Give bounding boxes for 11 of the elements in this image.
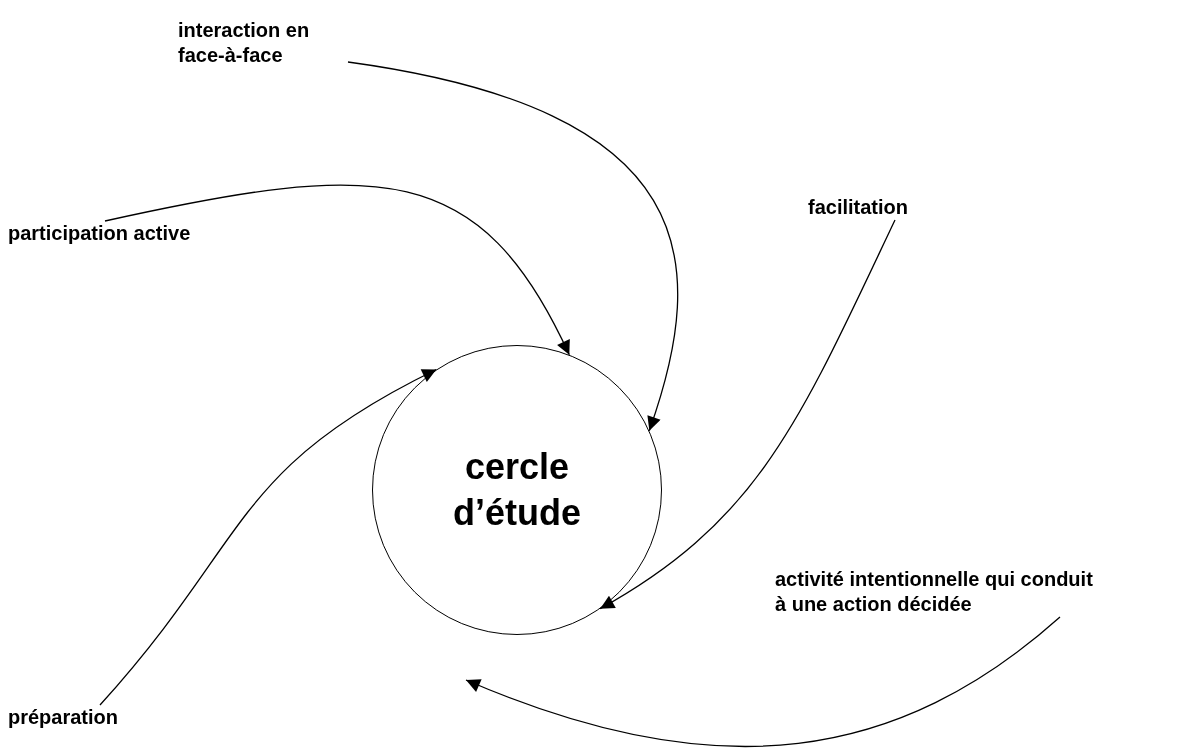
concept-label: facilitation xyxy=(808,195,909,220)
concept-label: activité intentionnelle qui conduit à une action décidée xyxy=(775,567,1094,617)
concept-label: interaction en face-à-face xyxy=(178,18,311,68)
circle-label: cercle d’étude xyxy=(452,445,582,535)
concept-label: préparation xyxy=(8,705,120,730)
arrow xyxy=(465,616,1061,748)
arrow xyxy=(347,61,678,432)
arrow xyxy=(104,184,570,356)
arrow xyxy=(99,368,437,706)
concept-label: participation active xyxy=(8,221,192,246)
arrow xyxy=(599,219,896,610)
